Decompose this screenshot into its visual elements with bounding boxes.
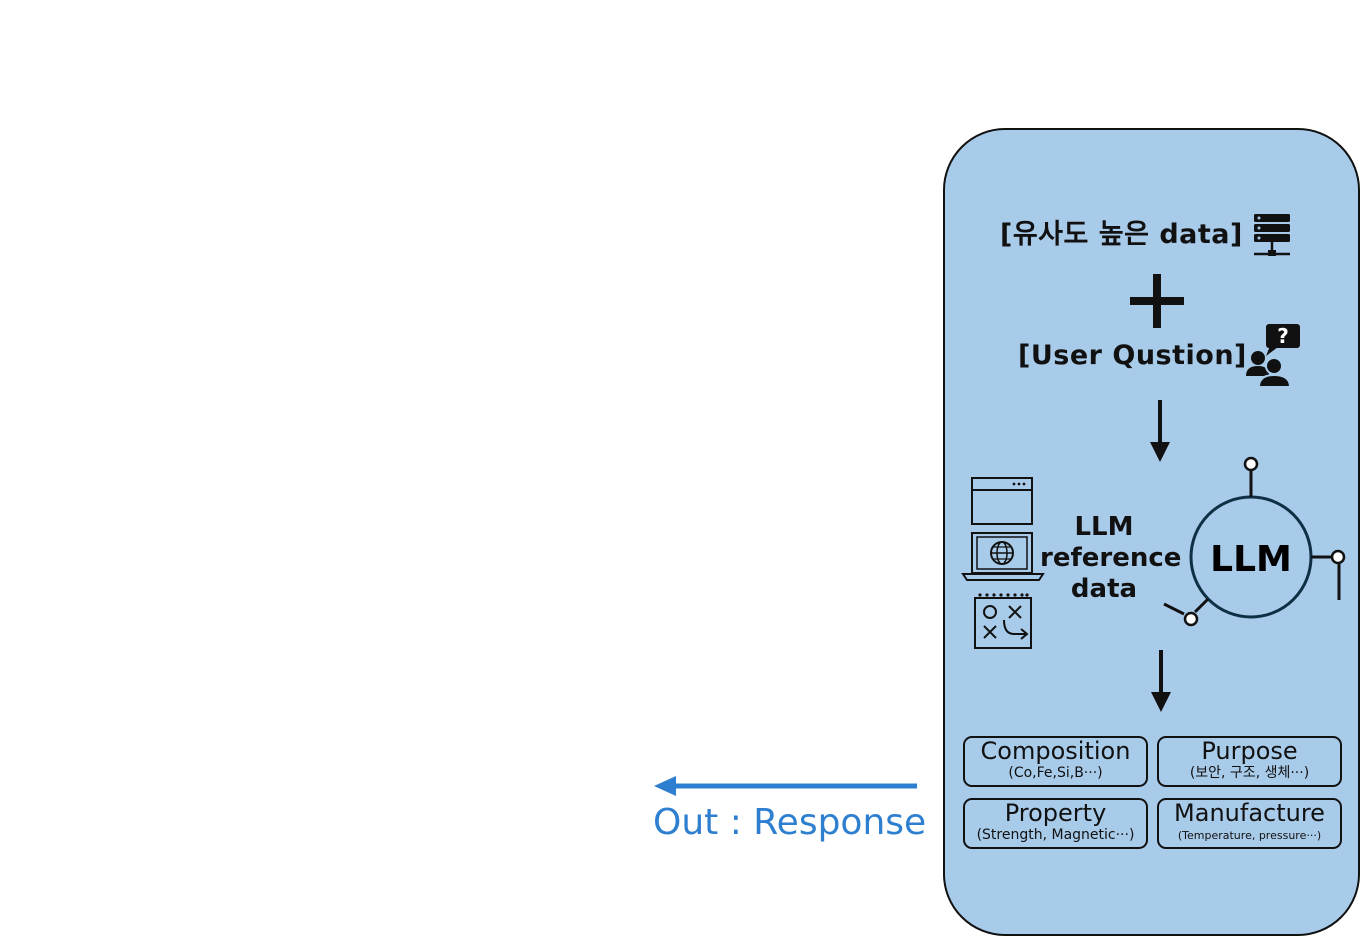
reference-line-2: reference [1040,543,1182,573]
category-purpose: Purpose (보안, 구조, 생체···) [1157,736,1342,787]
category-manufacture: Manufacture (Temperature, pressure···) [1157,798,1342,849]
arrow-left-icon [654,776,917,796]
llm-label: LLM [1210,539,1292,580]
server-icon [1254,214,1290,256]
category-title: Manufacture [1174,799,1325,827]
user-question-icon: ? [1246,324,1300,388]
category-subtitle: (보안, 구조, 생체···) [1189,765,1310,781]
llm-circuit-icon: LLM [1163,456,1346,627]
output-response-label: Out : Response [653,802,927,843]
plus-icon [1130,274,1184,328]
user-question-label: [User Qustion] [1018,340,1247,371]
category-property: Property (Strength, Magnetic···) [963,798,1148,849]
similar-data-label: [유사도 높은 data] [1000,219,1243,250]
arrow-down-icon [1150,400,1170,462]
category-title: Purpose [1201,737,1298,765]
category-composition: Composition (Co,Fe,Si,B···) [963,736,1148,787]
category-title: Composition [980,737,1131,765]
arrow-down-icon [1151,650,1171,712]
category-subtitle: (Strength, Magnetic···) [976,827,1135,843]
notepad-diagram-icon [974,593,1032,649]
reference-line-1: LLM [1074,512,1134,542]
svg-text:?: ? [1277,324,1289,348]
llm-reference-data-label: LLM reference data [1040,512,1182,605]
category-subtitle: (Co,Fe,Si,B···) [1008,765,1103,781]
laptop-globe-icon [961,532,1045,581]
reference-line-3: data [1070,574,1138,604]
browser-window-icon [971,477,1033,525]
category-subtitle: (Temperature, pressure···) [1177,829,1322,842]
category-title: Property [1004,799,1107,827]
